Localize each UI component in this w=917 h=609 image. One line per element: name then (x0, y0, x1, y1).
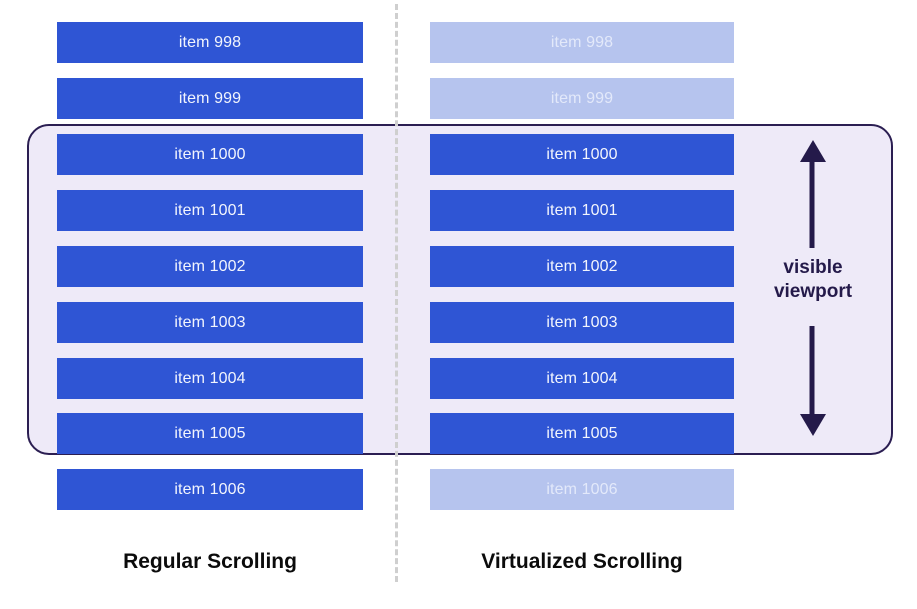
visible-viewport-box (27, 124, 893, 455)
regular-item-row: item 999 (57, 78, 363, 119)
arrow-up-shaft (809, 160, 815, 248)
virtualized-item-row: item 999 (430, 78, 734, 119)
arrow-up-icon (800, 140, 826, 162)
caption-regular-scrolling: Regular Scrolling (123, 550, 297, 573)
column-divider (395, 4, 398, 582)
virtualized-item-row: item 1000 (430, 134, 734, 175)
virtualized-item-row: item 1006 (430, 469, 734, 510)
caption-virtualized-scrolling: Virtualized Scrolling (481, 550, 683, 573)
virtualized-item-row: item 1004 (430, 358, 734, 399)
viewport-extent-arrows (795, 138, 831, 438)
virtualized-item-row: item 1005 (430, 413, 734, 454)
regular-item-row: item 1006 (57, 469, 363, 510)
virtualized-item-row: item 1002 (430, 246, 734, 287)
regular-item-row: item 1001 (57, 190, 363, 231)
arrow-down-icon (800, 414, 826, 436)
arrow-down-shaft (809, 326, 815, 414)
virtualized-item-row: item 998 (430, 22, 734, 63)
regular-item-row: item 1005 (57, 413, 363, 454)
regular-item-row: item 1003 (57, 302, 363, 343)
regular-item-row: item 1000 (57, 134, 363, 175)
visible-viewport-label: visible viewport (773, 257, 853, 302)
regular-item-row: item 1002 (57, 246, 363, 287)
regular-item-row: item 1004 (57, 358, 363, 399)
regular-item-row: item 998 (57, 22, 363, 63)
virtualized-item-row: item 1001 (430, 190, 734, 231)
virtualized-item-row: item 1003 (430, 302, 734, 343)
